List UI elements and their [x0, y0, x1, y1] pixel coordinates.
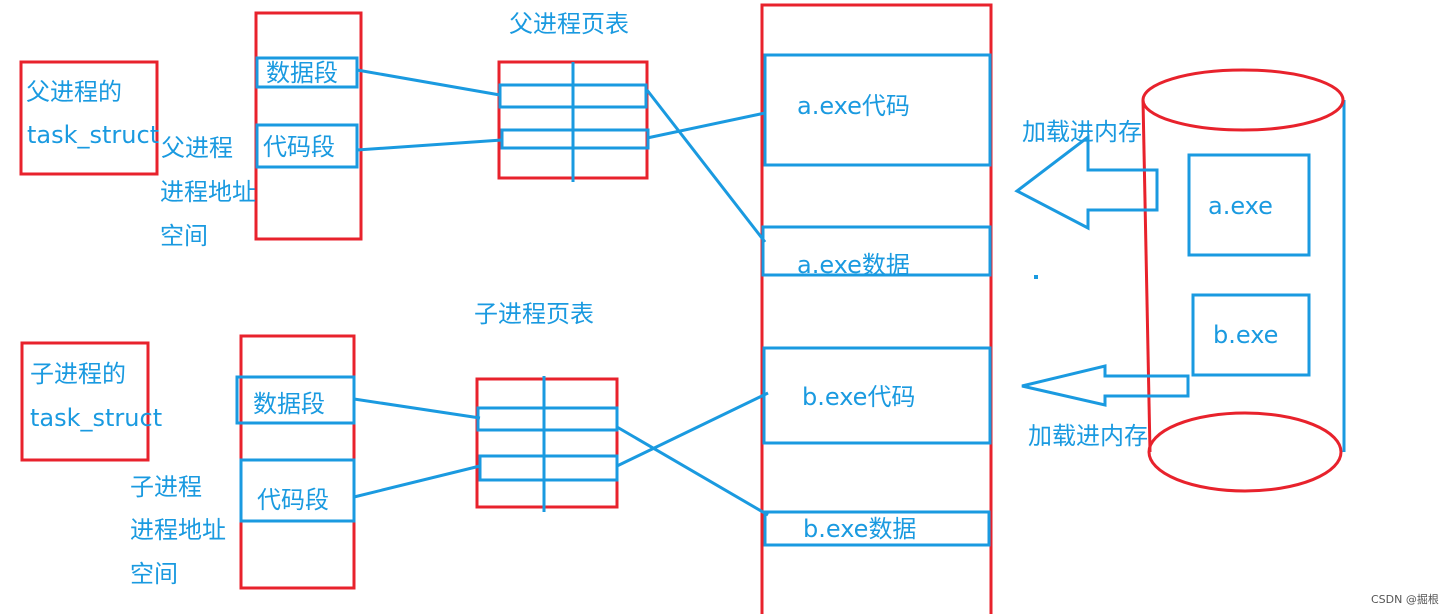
parent-code-segment-box	[255, 123, 359, 169]
physical-memory-box	[760, 3, 993, 614]
parent-addr-space-label-2: 进程地址	[160, 178, 256, 206]
mem-b-data-box	[763, 510, 991, 547]
parent-page-table-rows	[498, 62, 650, 182]
disk-cylinder	[1141, 68, 1346, 493]
mem-a-code-box	[763, 53, 992, 167]
mem-b-code-label: b.exe代码	[802, 383, 916, 411]
child-addr-space-label-1: 子进程	[130, 473, 202, 501]
mem-a-data-box	[761, 225, 992, 277]
child-task-struct-label-1: 子进程的	[30, 360, 126, 388]
parent-data-segment-label: 数据段	[266, 59, 338, 87]
disk-a-file-label: a.exe	[1208, 192, 1273, 220]
load-label-b: 加载进内存	[1028, 422, 1148, 450]
child-data-segment-label: 数据段	[253, 390, 325, 418]
parent-code-segment-label: 代码段	[263, 133, 335, 161]
parent-addr-space-label-3: 空间	[160, 222, 208, 250]
child-page-table-title: 子进程页表	[474, 300, 594, 328]
child-code-segment-label: 代码段	[257, 486, 329, 514]
parent-mapping-lines	[356, 68, 767, 243]
mem-a-data-label: a.exe数据	[797, 251, 910, 279]
child-addr-space-label-3: 空间	[130, 560, 178, 588]
load-arrow-a	[1014, 133, 1159, 231]
child-mapping-lines	[353, 391, 769, 517]
parent-task-struct-box	[19, 60, 159, 176]
child-code-segment-box	[239, 458, 356, 523]
child-page-table-rows	[476, 376, 619, 512]
disk-b-file-label: b.exe	[1213, 321, 1279, 349]
stray-dot	[1034, 275, 1038, 279]
load-label-a: 加载进内存	[1022, 118, 1142, 146]
disk-b-file-box	[1191, 293, 1311, 377]
disk-a-file-box	[1187, 153, 1311, 257]
parent-page-table-title: 父进程页表	[509, 10, 629, 38]
child-page-table-box	[475, 377, 619, 509]
child-addr-space-label-2: 进程地址	[130, 516, 226, 544]
parent-addr-space-label-1: 父进程	[161, 134, 233, 162]
watermark: CSDN @掘根	[1371, 593, 1439, 606]
parent-task-struct-label-2: task_struct	[27, 121, 160, 149]
child-address-space-box	[239, 334, 356, 590]
mem-b-data-label: b.exe数据	[803, 515, 917, 543]
mem-a-code-label: a.exe代码	[797, 92, 910, 120]
child-task-struct-label-2: task_struct	[30, 404, 163, 432]
parent-data-segment-box	[255, 56, 359, 89]
parent-task-struct-label-1: 父进程的	[26, 78, 122, 106]
load-arrow-b	[1021, 364, 1190, 407]
child-task-struct-box	[20, 341, 150, 462]
